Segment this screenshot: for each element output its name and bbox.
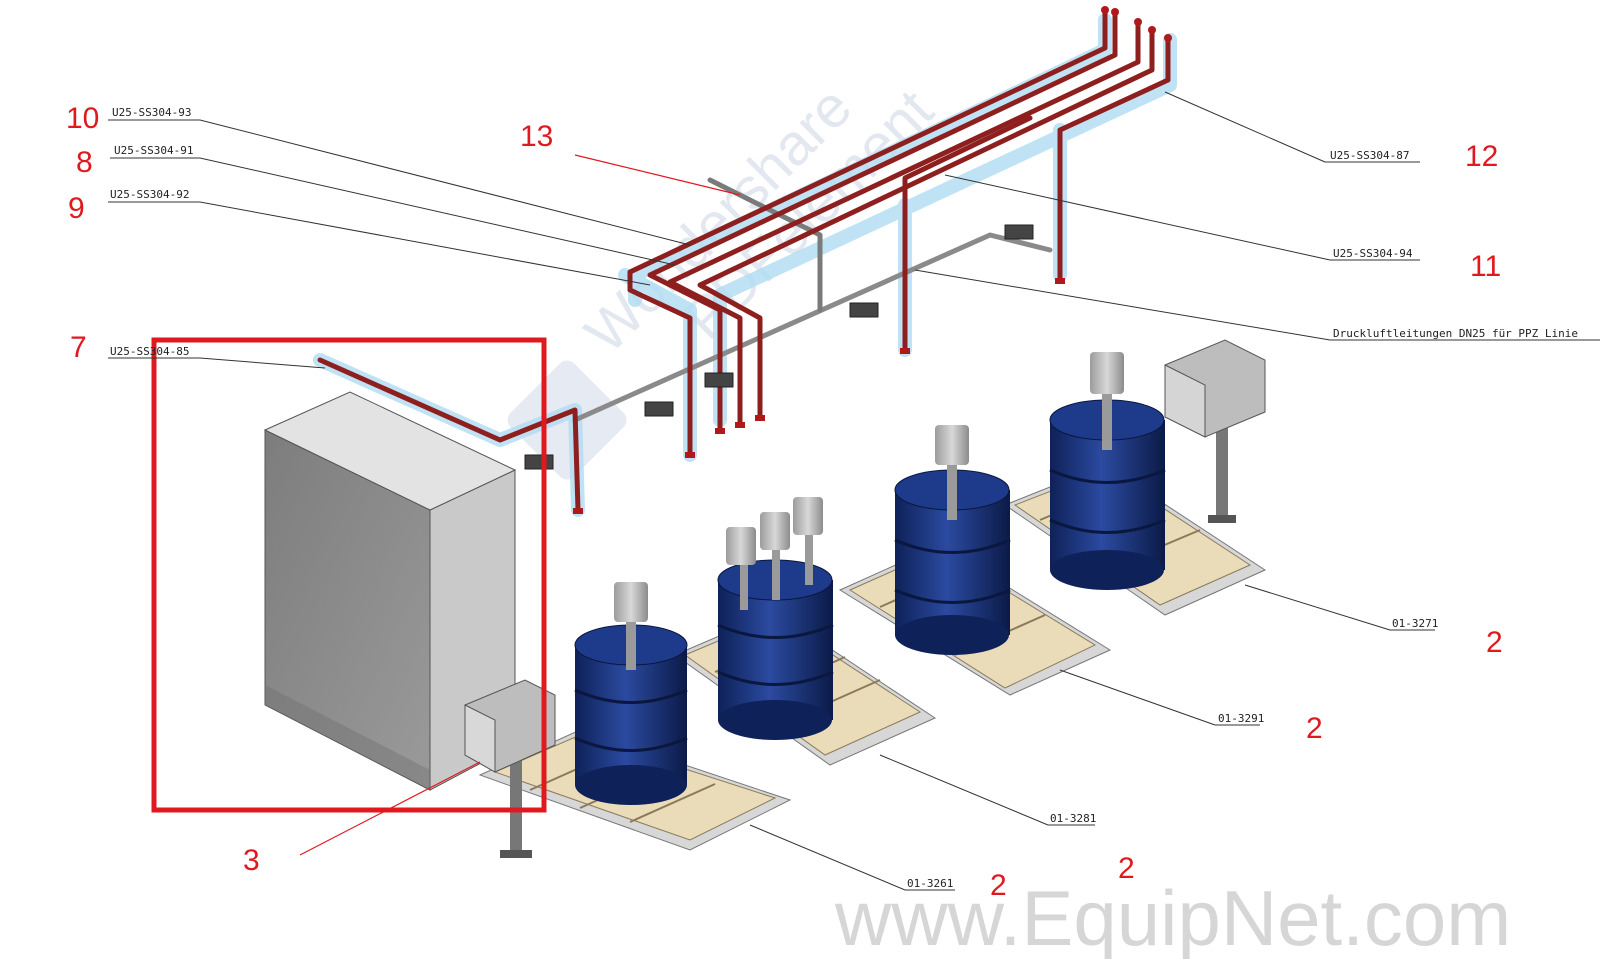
highlight-box-cabinet: [151, 337, 547, 813]
label-u25-ss304-94: U25-SS304-94: [1333, 247, 1413, 260]
pipe-rack: [313, 6, 1177, 517]
mixing-tank-2: [717, 497, 834, 740]
callout-2-tank2: 2: [1118, 852, 1135, 885]
callout-3: 3: [243, 844, 260, 877]
callout-2-tank4: 2: [1486, 626, 1503, 659]
label-u25-ss304-87: U25-SS304-87: [1330, 149, 1409, 162]
label-01-3261: 01-3261: [907, 877, 953, 890]
callout-9: 9: [68, 192, 85, 225]
label-druckluftleitungen: Druckluftleitungen DN25 für PPZ Linie: [1333, 327, 1578, 340]
callout-12: 12: [1465, 140, 1498, 173]
callout-8: 8: [76, 146, 93, 179]
equipnet-watermark: www.EquipNet.com: [834, 874, 1511, 959]
mixing-tank-4: [1049, 352, 1166, 590]
label-u25-ss304-92: U25-SS304-92: [110, 188, 189, 201]
operator-panel-left: [464, 679, 556, 858]
red-leader-lines: [299, 154, 741, 856]
operator-panel-right: [1164, 339, 1266, 523]
leader-lines: [108, 91, 1600, 891]
label-01-3291: 01-3291: [1218, 712, 1264, 725]
mixing-tank-3: [894, 425, 1011, 655]
label-u25-ss304-91: U25-SS304-91: [114, 144, 193, 157]
callout-13: 13: [520, 120, 553, 153]
callout-11: 11: [1470, 250, 1501, 283]
callout-2-tank3: 2: [1306, 712, 1323, 745]
label-01-3281: 01-3281: [1050, 812, 1096, 825]
label-u25-ss304-93: U25-SS304-93: [112, 106, 191, 119]
callout-10: 10: [66, 102, 99, 135]
pallet-row: [478, 352, 1267, 851]
label-01-3271: 01-3271: [1392, 617, 1438, 630]
label-u25-ss304-85: U25-SS304-85: [110, 345, 189, 358]
callout-2-tank1: 2: [990, 869, 1007, 902]
mixing-tank-1: [574, 582, 688, 805]
callout-7: 7: [70, 331, 87, 364]
